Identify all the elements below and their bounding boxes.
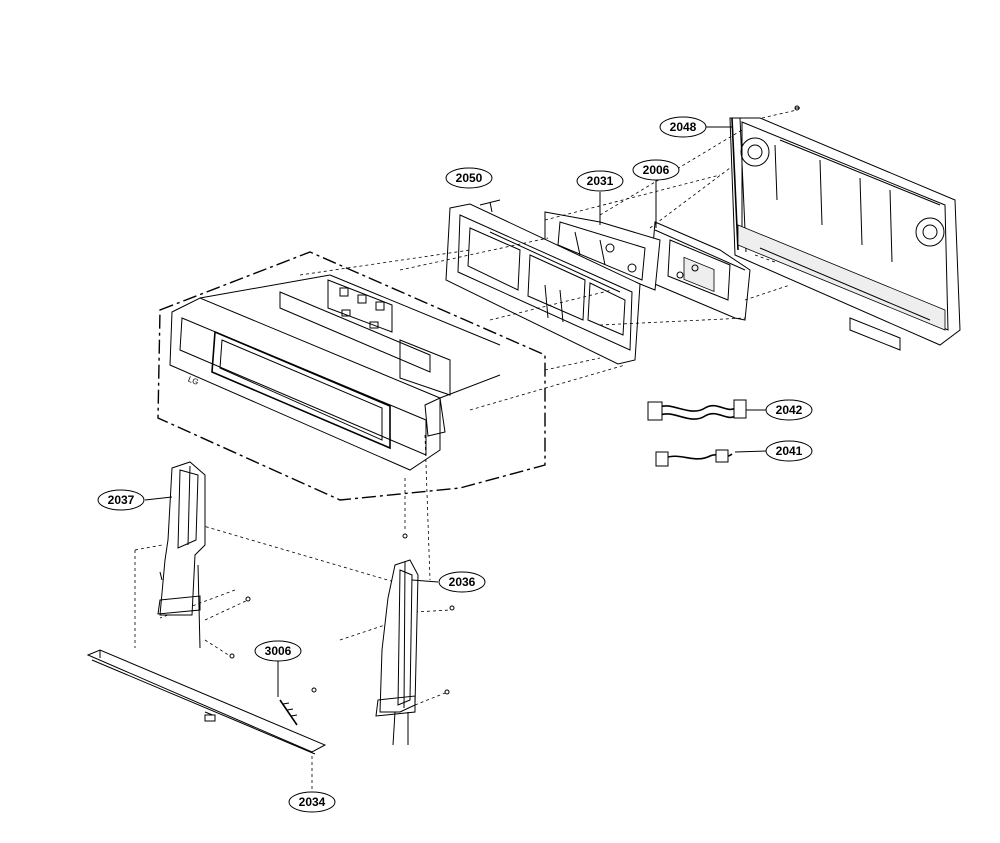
assembly-guide-lines — [134, 129, 791, 790]
wire-harness-2041-part — [655, 449, 767, 467]
label-2042: 2042 — [765, 399, 813, 421]
svg-text:2006: 2006 — [643, 163, 670, 177]
svg-text:3006: 3006 — [265, 644, 292, 658]
svg-text:2042: 2042 — [776, 403, 803, 417]
control-frame-part — [445, 199, 641, 365]
label-3006: 3006 — [254, 640, 302, 662]
label-2037: 2037 — [97, 489, 145, 511]
left-side-bracket-part — [157, 461, 251, 659]
svg-text:2034: 2034 — [299, 795, 326, 809]
svg-text:2050: 2050 — [456, 171, 483, 185]
label-2006: 2006 — [632, 159, 680, 181]
svg-text:2048: 2048 — [670, 120, 697, 134]
svg-text:2036: 2036 — [449, 575, 476, 589]
leader-lines — [144, 126, 733, 697]
wire-harness-2042-part — [647, 399, 766, 421]
control-board-part — [649, 221, 751, 321]
screw-part — [279, 687, 317, 726]
rear-panel-part — [729, 105, 961, 351]
bottom-rail-part — [86, 649, 327, 755]
label-2036: 2036 — [438, 571, 486, 593]
label-2041: 2041 — [765, 440, 813, 462]
svg-text:2031: 2031 — [587, 174, 614, 188]
control-panel-assembly: LG — [157, 249, 546, 501]
panel-logo: LG — [187, 375, 200, 387]
svg-text:2037: 2037 — [108, 493, 135, 507]
label-2048: 2048 — [659, 116, 707, 138]
label-2050: 2050 — [445, 167, 493, 189]
label-2031: 2031 — [576, 170, 624, 192]
right-side-bracket-part — [375, 533, 455, 746]
label-2034: 2034 — [288, 791, 336, 813]
svg-text:2041: 2041 — [776, 444, 803, 458]
